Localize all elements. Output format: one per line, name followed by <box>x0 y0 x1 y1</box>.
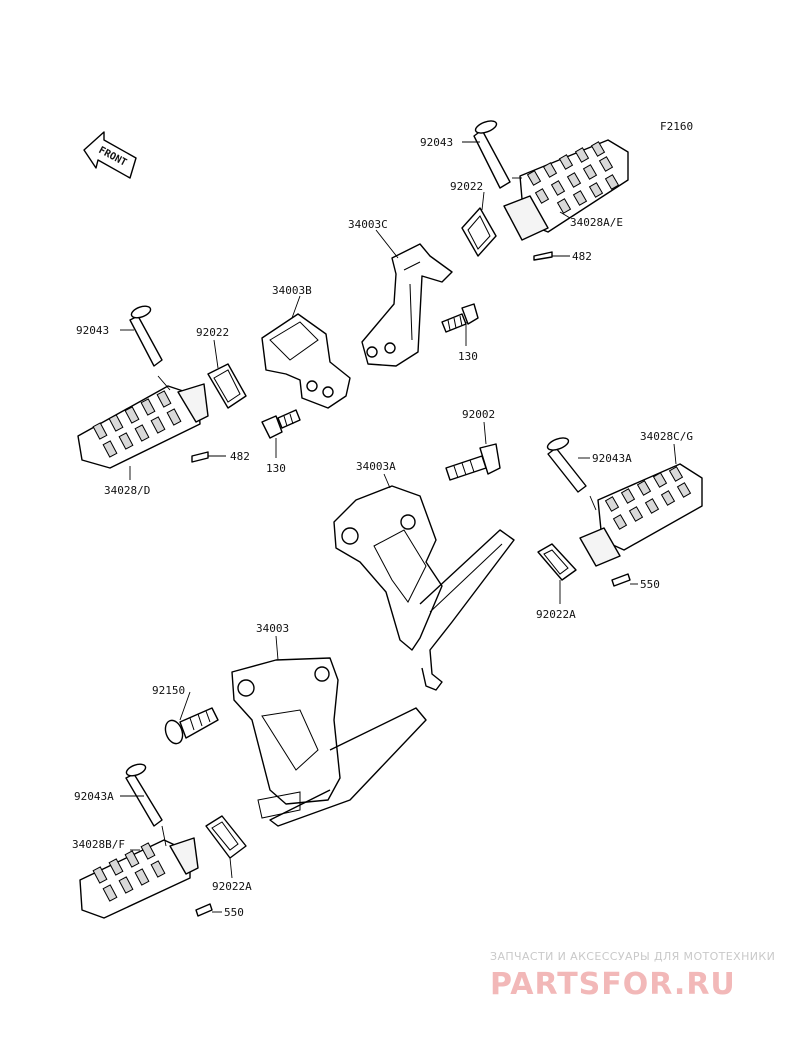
label-34003B: 34003B <box>272 284 312 297</box>
bracket-34003 <box>231 657 427 827</box>
label-92043-top: 92043 <box>420 136 453 149</box>
label-482-left: 482 <box>230 450 250 463</box>
label-92022-left: 92022 <box>196 326 229 339</box>
label-34003A: 34003A <box>356 460 396 473</box>
watermark-brand: PARTSFOR.RU <box>490 967 736 1002</box>
label-34003: 34003 <box>256 622 289 635</box>
diagram-code: F2160 <box>660 120 693 133</box>
label-92022-top: 92022 <box>450 180 483 193</box>
clip-482-top <box>533 251 553 261</box>
footpeg-34028BF <box>79 837 199 919</box>
label-34028D: 34028/D <box>104 484 150 497</box>
clip-550-right <box>611 573 631 587</box>
pin-92043-left <box>129 305 163 367</box>
bolt-130-top <box>441 303 479 333</box>
label-92043-left: 92043 <box>76 324 109 337</box>
washer-92022-left <box>207 363 247 409</box>
bolt-130-left <box>261 409 301 439</box>
label-92002: 92002 <box>462 408 495 421</box>
front-arrow-icon: FRONT <box>83 131 137 179</box>
footpeg-34028AE <box>503 139 629 241</box>
label-92150: 92150 <box>152 684 185 697</box>
label-92022A-left: 92022A <box>212 880 252 893</box>
bolt-92002 <box>445 443 501 481</box>
bolt-92150 <box>164 707 219 745</box>
footpeg-34028CG <box>579 463 703 567</box>
bracket-34003C <box>361 243 453 367</box>
label-550-right: 550 <box>640 578 660 591</box>
clip-550-left <box>195 903 213 917</box>
label-92043A-left: 92043A <box>74 790 114 803</box>
bracket-34003A <box>333 485 515 691</box>
label-92022A-right: 92022A <box>536 608 576 621</box>
bracket-34003B <box>261 313 351 409</box>
washer-92022-top <box>461 207 497 257</box>
pin-92043-top <box>473 120 511 189</box>
leader-lines <box>120 141 677 913</box>
label-550-left: 550 <box>224 906 244 919</box>
washer-92022A-left <box>205 815 247 859</box>
label-34028BF: 34028B/F <box>72 838 125 851</box>
label-482-top: 482 <box>572 250 592 263</box>
label-130-top: 130 <box>458 350 478 363</box>
pin-92043A-left <box>125 763 163 827</box>
washer-92022A-right <box>537 543 577 581</box>
label-34028AE: 34028A/E <box>570 216 623 229</box>
clip-482-left <box>191 451 209 463</box>
label-130-left: 130 <box>266 462 286 475</box>
label-92043A-right: 92043A <box>592 452 632 465</box>
footpeg-34028D <box>77 383 209 469</box>
watermark-tagline: ЗАПЧАСТИ И АКСЕССУАРЫ ДЛЯ МОТОТЕХНИКИ <box>490 950 775 963</box>
pin-92043A-right <box>546 437 587 493</box>
label-34003C: 34003C <box>348 218 388 231</box>
label-34028CG: 34028C/G <box>640 430 693 443</box>
